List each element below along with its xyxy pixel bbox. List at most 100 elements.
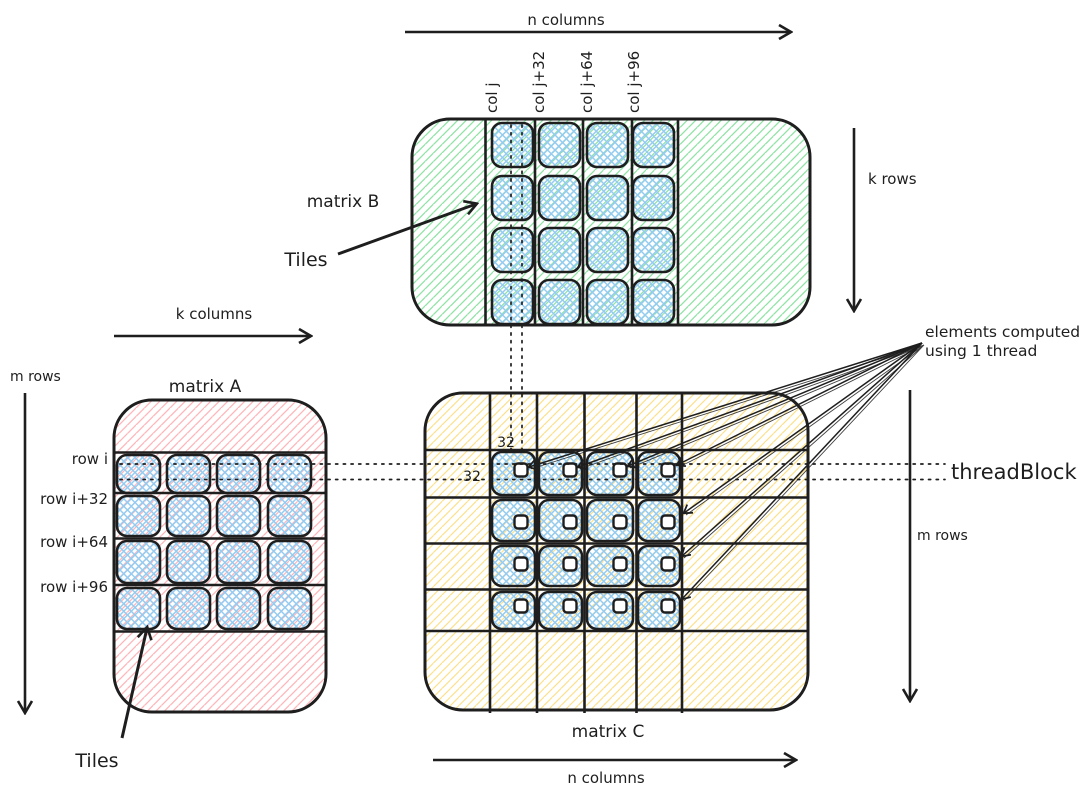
tile — [115, 539, 162, 585]
tile — [537, 226, 582, 274]
fan-arrow — [675, 342, 923, 468]
thread-element — [660, 556, 676, 572]
axis-n-columns-top: n columns — [405, 11, 790, 32]
fan-arrow — [625, 342, 923, 469]
thread-element — [660, 514, 676, 530]
tile — [631, 121, 676, 169]
tile — [266, 453, 313, 495]
fan-arrow — [575, 342, 923, 471]
guide-lines — [119, 124, 946, 481]
matrix-b-tiles — [490, 121, 676, 326]
tile — [165, 539, 212, 585]
thread-fan-arrows: elements computed using 1 thread — [526, 323, 1080, 602]
k-rows-label: k rows — [868, 170, 917, 188]
thread-element — [513, 462, 529, 478]
tile — [215, 586, 262, 631]
tile — [631, 278, 676, 326]
tile — [537, 544, 584, 588]
tile — [165, 586, 212, 631]
tile — [490, 278, 535, 326]
fan-arrow — [682, 342, 923, 515]
tile — [636, 544, 682, 588]
tile — [115, 586, 162, 631]
tiles-a-arrow — [120, 628, 147, 739]
tile — [266, 539, 313, 585]
tile — [537, 174, 582, 222]
axis-m-rows-left: m rows — [10, 369, 61, 712]
matrix-c-label: matrix C — [572, 722, 645, 742]
tile — [631, 174, 676, 222]
m-rows-right-label: m rows — [917, 528, 968, 544]
row-label-1: row i+32 — [40, 490, 108, 508]
thread-element — [513, 556, 529, 572]
tile — [115, 453, 162, 495]
tile — [115, 494, 162, 538]
matrix-b-group: col j col j+32 col j+64 col j+96 matrix … — [283, 51, 812, 327]
matrix-a-group: matrix A row i row i+32 row i+64 row i+ — [40, 377, 328, 772]
col-label-2: col j+64 — [578, 51, 596, 113]
thread-element — [612, 556, 628, 572]
thread-element — [562, 598, 578, 614]
col-label-3: col j+96 — [625, 51, 643, 113]
tile — [585, 498, 635, 543]
tile — [490, 121, 535, 169]
thread-element — [612, 598, 628, 614]
elements-note-line1: elements computed — [925, 323, 1080, 341]
axis-n-columns-bottom: n columns — [433, 760, 795, 787]
tile — [215, 494, 262, 538]
col-label-0: col j — [483, 82, 501, 113]
thread-element — [513, 598, 529, 614]
matrix-c-column-lines — [488, 394, 684, 713]
tiles-b-label: Tiles — [283, 249, 327, 271]
tiles-b-arrow — [337, 204, 476, 256]
tile — [585, 226, 630, 274]
tile — [537, 121, 582, 169]
matrix-c-group: 32 32 matrix C — [423, 391, 810, 742]
thread-element — [562, 514, 578, 530]
tile — [631, 226, 676, 274]
row-label-0: row i — [72, 450, 108, 468]
tile — [636, 498, 682, 543]
matrix-a-label: matrix A — [169, 377, 242, 397]
tile — [266, 494, 313, 538]
tile — [490, 174, 535, 222]
tile — [490, 590, 537, 631]
tile — [490, 226, 535, 274]
matrix-a-row-lines — [114, 451, 326, 633]
thread-element — [562, 556, 578, 572]
tile — [537, 498, 584, 543]
thread-element — [513, 514, 529, 530]
matrix-a-row-labels: row i row i+32 row i+64 row i+96 — [40, 450, 108, 596]
col-label-1: col j+32 — [530, 51, 548, 113]
fan-arrow — [680, 342, 923, 601]
matrix-b-column-lines — [484, 119, 680, 325]
tile — [585, 121, 630, 169]
tiles-a-label: Tiles — [74, 750, 118, 772]
elements-note-line2: using 1 thread — [925, 342, 1037, 360]
matrix-b-label: matrix B — [307, 192, 379, 212]
row-i-dotted-guides — [119, 463, 946, 481]
thread-element — [660, 462, 676, 478]
fan-lines-shadow — [530, 344, 925, 602]
thread-element — [612, 462, 628, 478]
tile — [585, 174, 630, 222]
row-label-3: row i+96 — [40, 578, 108, 596]
row-label-2: row i+64 — [40, 533, 108, 551]
tile-size-top-label: 32 — [497, 435, 515, 451]
tile — [585, 278, 630, 326]
axis-k-columns: k columns — [114, 305, 310, 336]
fan-arrow — [680, 342, 923, 558]
tile-size-left-label: 32 — [463, 469, 481, 485]
tile — [585, 544, 635, 588]
n-columns-bottom-label: n columns — [567, 769, 644, 787]
n-columns-top-label: n columns — [527, 11, 604, 29]
k-columns-label: k columns — [176, 305, 253, 323]
fan-arrow — [526, 342, 923, 471]
m-rows-left-label: m rows — [10, 369, 61, 385]
matrix-b-column-labels: col j col j+32 col j+64 col j+96 — [483, 51, 643, 113]
threadblock-label: threadBlock — [951, 460, 1077, 484]
thread-element — [660, 598, 676, 614]
thread-element — [562, 462, 578, 478]
